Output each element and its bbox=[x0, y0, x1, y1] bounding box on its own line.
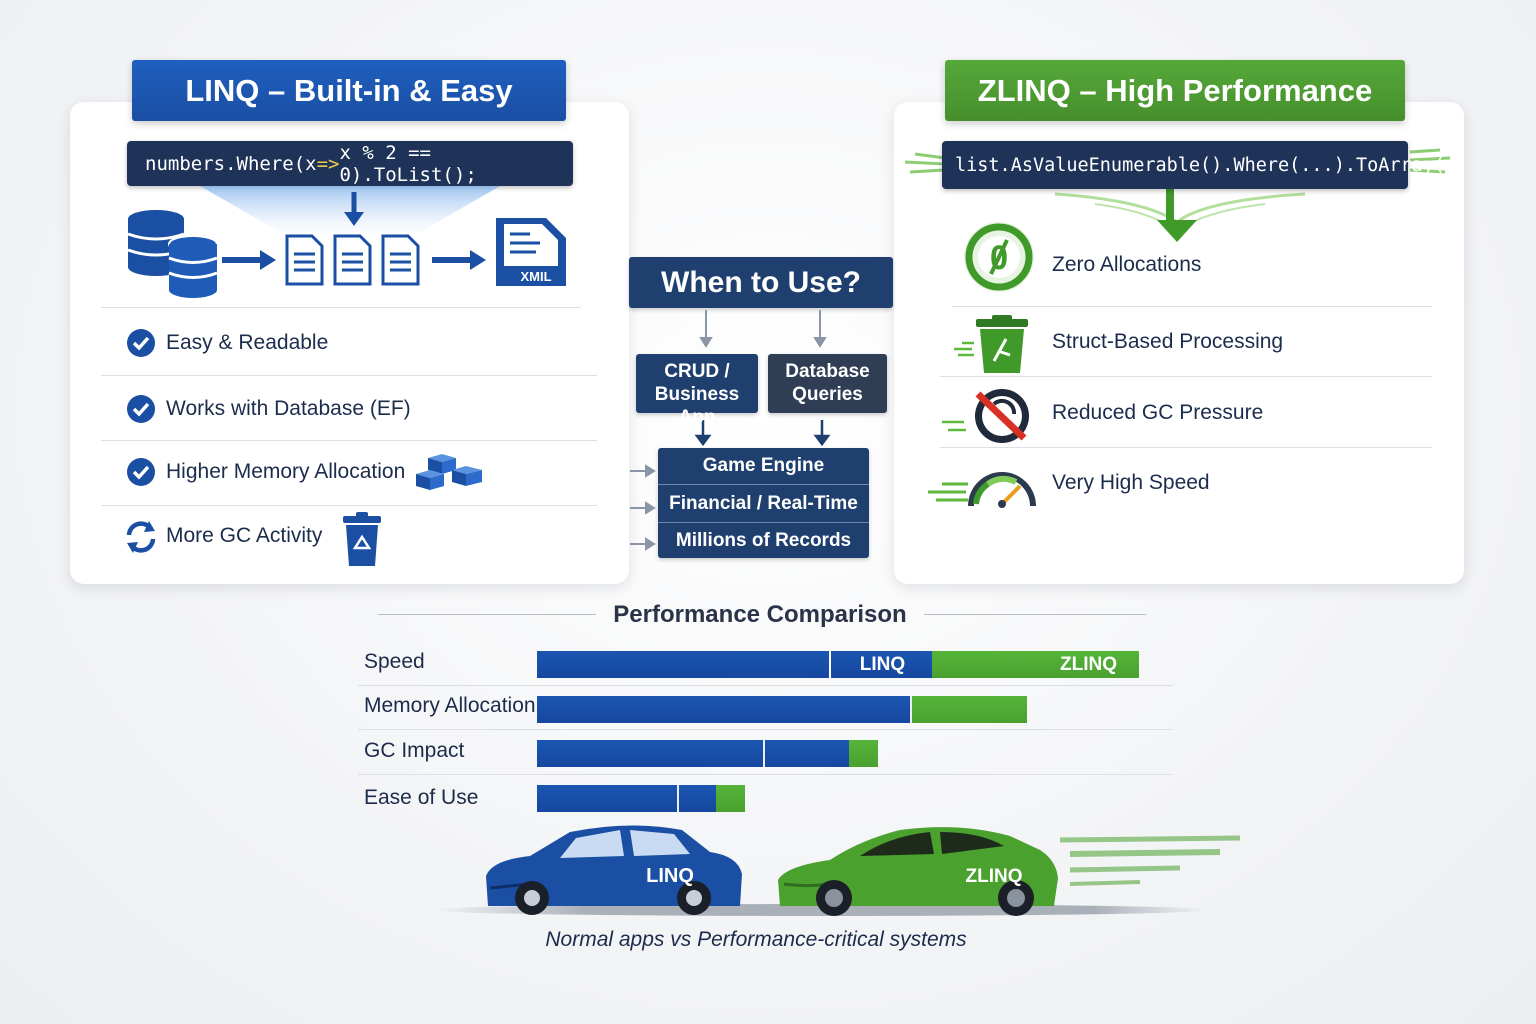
when-case-millions: Millions of Records bbox=[675, 530, 852, 551]
linq-item-gc: More GC Activity bbox=[166, 524, 323, 547]
when-to-use-title: When to Use? bbox=[629, 257, 893, 308]
linq-title: LINQ – Built-in & Easy bbox=[132, 60, 566, 121]
chart-row-divider bbox=[358, 729, 1173, 730]
when-zlinq-cases: Game Engine Financial / Real-Time Millio… bbox=[658, 448, 869, 558]
linq-item-easy: Easy & Readable bbox=[166, 331, 329, 354]
chart-category-label: GC Impact bbox=[364, 739, 465, 762]
linq-flow-illustration: XMIL bbox=[127, 186, 566, 298]
chart-bar-separator bbox=[910, 696, 912, 723]
when-case-game-engine: Game Engine bbox=[658, 448, 869, 485]
chart-bar-separator bbox=[763, 740, 765, 767]
chart-bar-linq bbox=[537, 740, 849, 767]
trash-bin-icon bbox=[954, 315, 1028, 373]
zlinq-item-zero-alloc: Zero Allocations bbox=[1052, 253, 1202, 276]
linq-item-memory: Higher Memory Allocation bbox=[166, 460, 406, 483]
svg-text:LINQ: LINQ bbox=[646, 865, 694, 887]
linq-car-icon: LINQ bbox=[486, 825, 742, 915]
speedometer-icon bbox=[928, 472, 1036, 508]
zero-badge-icon: 0 bbox=[964, 222, 1034, 292]
cars-caption: Normal apps vs Performance-critical syst… bbox=[545, 928, 967, 951]
when-crud-business-app: CRUD / Business App bbox=[636, 354, 758, 428]
xml-file-icon: XMIL bbox=[496, 218, 566, 286]
chart-bar-linq bbox=[537, 651, 932, 678]
chart-series-label-zlinq: ZLINQ bbox=[1060, 654, 1117, 675]
chart-category-label: Speed bbox=[364, 650, 425, 673]
zlinq-code: list.AsValueEnumerable().Where(...).ToAr… bbox=[942, 141, 1456, 189]
speed-lines bbox=[1059, 835, 1241, 886]
database-icon bbox=[127, 210, 218, 298]
linq-code: numbers.Where(x => x % 2 == 0).ToList(); bbox=[127, 141, 573, 186]
chart-bar-linq bbox=[537, 785, 716, 812]
arrow-right-icon bbox=[432, 250, 486, 270]
when-case-financial: Financial / Real-Time bbox=[658, 485, 869, 523]
chart-series-label-linq: LINQ bbox=[829, 651, 934, 678]
chart-bar-separator bbox=[677, 785, 679, 812]
check-circle-icon bbox=[127, 458, 155, 486]
linq-item-database: Works with Database (EF) bbox=[166, 397, 411, 420]
chart-bar-zlinq bbox=[932, 651, 1139, 678]
zlinq-item-gc: Reduced GC Pressure bbox=[1052, 401, 1264, 424]
cars-illustration: LINQ ZLINQ bbox=[430, 825, 1241, 916]
memory-blocks-icon bbox=[416, 454, 482, 490]
check-circle-icon bbox=[127, 395, 155, 423]
chart-bar-linq bbox=[537, 696, 910, 723]
chart-category-label: Ease of Use bbox=[364, 786, 479, 809]
zlinq-item-struct: Struct-Based Processing bbox=[1052, 330, 1284, 353]
when-connectors bbox=[630, 310, 831, 551]
arrow-right-icon bbox=[222, 250, 276, 270]
zlinq-car-icon: ZLINQ bbox=[778, 827, 1058, 916]
document-icons bbox=[285, 234, 420, 286]
chart-row-divider bbox=[358, 685, 1173, 686]
svg-text:ZLINQ: ZLINQ bbox=[966, 866, 1023, 887]
chart-row-divider bbox=[358, 774, 1173, 775]
no-gc-icon bbox=[942, 389, 1029, 443]
when-database-queries: Database Queries bbox=[768, 354, 887, 413]
performance-title: Performance Comparison bbox=[613, 601, 907, 628]
chart-bar-zlinq bbox=[910, 696, 1027, 723]
chart-bar-zlinq bbox=[716, 785, 745, 812]
zlinq-title: ZLINQ – High Performance bbox=[945, 60, 1405, 121]
recycle-bin-icon bbox=[343, 512, 381, 566]
when-crud-line: CRUD / bbox=[664, 361, 730, 382]
chart-category-label: Memory Allocation bbox=[364, 694, 536, 717]
when-queries-line: Queries bbox=[792, 384, 863, 405]
arrow-down-icon bbox=[344, 192, 364, 226]
when-database-line: Database bbox=[785, 361, 870, 382]
chart-bar-zlinq bbox=[849, 740, 878, 767]
speed-lines-decoration bbox=[905, 148, 1451, 242]
check-circle-icon bbox=[127, 329, 155, 357]
refresh-icon bbox=[126, 521, 156, 553]
svg-text:XMIL: XMIL bbox=[520, 269, 551, 284]
when-business-line: Business App bbox=[654, 384, 740, 428]
zlinq-item-speed: Very High Speed bbox=[1052, 471, 1210, 494]
